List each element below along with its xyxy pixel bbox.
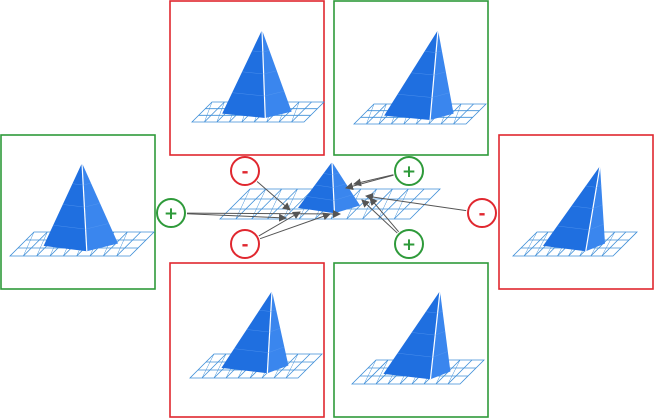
arrow-minus-bottom-0 bbox=[258, 211, 301, 237]
minus-badge-minus-right: - bbox=[467, 198, 497, 228]
arrow-plus-top-0 bbox=[353, 174, 394, 187]
pyramid bbox=[383, 290, 451, 380]
panel-top-right bbox=[333, 0, 489, 156]
pyramid-face-right bbox=[585, 166, 605, 252]
badge-label: + bbox=[402, 162, 416, 182]
pyramid-mesh bbox=[234, 309, 285, 353]
plus-badge-plus-bottom: + bbox=[394, 229, 424, 259]
panel-bottom-right bbox=[333, 262, 489, 418]
badge-label: - bbox=[241, 162, 248, 182]
badge-circle bbox=[394, 156, 424, 186]
pyramid-face-left bbox=[543, 166, 600, 252]
badge-label: - bbox=[241, 235, 248, 255]
badge-circle bbox=[230, 156, 260, 186]
pyramid-face-left bbox=[383, 291, 440, 380]
pyramid bbox=[222, 29, 292, 119]
pyramid-face-right bbox=[430, 291, 451, 380]
pyramid bbox=[543, 165, 605, 252]
arrow-plus-top-1 bbox=[345, 174, 394, 191]
pyramid bbox=[221, 290, 289, 374]
pyramid-face-right bbox=[430, 30, 454, 120]
panel-left bbox=[0, 134, 156, 290]
pyramid-face-left bbox=[221, 291, 272, 374]
panel-bottom-left bbox=[169, 262, 325, 418]
arrow-plus-bottom-1 bbox=[361, 199, 398, 234]
arrow-minus-top-0 bbox=[256, 181, 291, 211]
badge-circle bbox=[230, 229, 260, 259]
panel-top-left bbox=[169, 0, 325, 156]
pyramid-face-left bbox=[43, 163, 87, 252]
pyramid-face-right bbox=[262, 30, 292, 118]
pyramid-face-left bbox=[384, 30, 438, 120]
arrow-plus-bottom-0 bbox=[369, 197, 400, 233]
minus-badge-minus-top: - bbox=[230, 156, 260, 186]
panel-right bbox=[498, 134, 654, 290]
pyramid-face-right bbox=[82, 163, 118, 252]
pyramid-mesh bbox=[397, 50, 450, 98]
arrow-minus-right-0 bbox=[365, 193, 467, 212]
pyramid-mesh bbox=[557, 185, 604, 231]
pyramid-face-left bbox=[298, 162, 335, 214]
pyramid bbox=[298, 161, 360, 214]
pyramid bbox=[384, 29, 454, 121]
plus-badge-plus-left: + bbox=[156, 198, 186, 228]
badge-label: + bbox=[164, 204, 178, 224]
arrow-plus-left-0 bbox=[186, 213, 287, 222]
pyramid-face-right bbox=[267, 291, 289, 374]
positive-panel-border bbox=[333, 262, 489, 418]
badge-label: - bbox=[478, 204, 485, 224]
pyramid-mesh bbox=[397, 310, 448, 358]
badge-circle bbox=[394, 229, 424, 259]
minus-badge-minus-bottom: - bbox=[230, 229, 260, 259]
pyramid bbox=[43, 162, 118, 252]
pyramid-mesh bbox=[232, 50, 285, 97]
arrow-plus-left-1 bbox=[186, 209, 341, 218]
pyramid-face-left bbox=[222, 30, 266, 118]
pyramid-mesh bbox=[306, 172, 354, 201]
badge-label: + bbox=[402, 235, 416, 255]
badge-circle bbox=[156, 198, 186, 228]
badge-circle bbox=[467, 198, 497, 228]
pyramid-mesh bbox=[53, 182, 110, 230]
plus-badge-plus-top: + bbox=[394, 156, 424, 186]
arrow-minus-bottom-1 bbox=[259, 212, 331, 240]
